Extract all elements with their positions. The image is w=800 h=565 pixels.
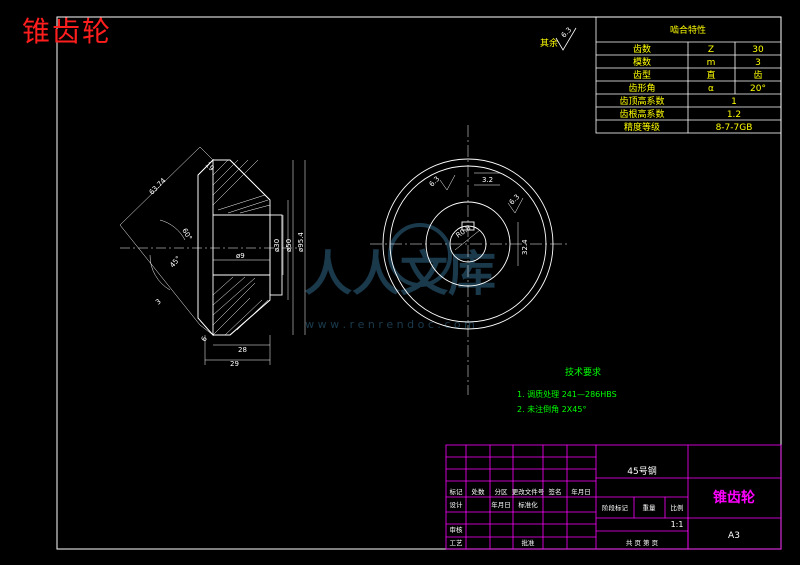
- dim-text: 3.2: [482, 176, 493, 184]
- dim-text: 6.3: [428, 175, 442, 189]
- tb-header: 年月日: [571, 487, 591, 496]
- tb-header: 标记: [450, 487, 464, 496]
- tb-header: 更改文件号: [512, 487, 545, 496]
- spec-row-value: 30: [752, 45, 764, 55]
- spec-row-name: 齿型: [633, 70, 651, 81]
- dim-text: 29: [230, 360, 239, 368]
- spec-row-value: 3: [755, 58, 761, 68]
- spec-row-symbol: α: [708, 84, 714, 94]
- title-block: [445, 444, 782, 550]
- tb-weight: 重量: [643, 504, 657, 512]
- spec-row-value: 20°: [750, 84, 766, 94]
- surface-finish-symbol: 其余 6.3: [540, 26, 577, 51]
- spec-table: [595, 16, 782, 134]
- gear-section-view: [197, 158, 283, 337]
- page-title: 锥齿轮: [22, 15, 113, 48]
- dim-text: ø9: [236, 252, 245, 260]
- dim-text: 6: [200, 335, 209, 343]
- surface-finish-value: 6.3: [560, 26, 574, 40]
- section-dimensions: [119, 146, 306, 365]
- spec-heading: 啮合特性: [670, 24, 706, 36]
- spec-row-symbol: 直: [706, 69, 715, 81]
- spec-row-value: 8-7-7GB: [716, 123, 753, 133]
- dim-text: 3: [154, 298, 163, 307]
- dim-text: 19: [204, 161, 216, 173]
- tb-std: 标准化: [518, 500, 538, 509]
- front-dimension-texts: 3.2 6.3 6.3 32.4 R0.8: [428, 175, 529, 255]
- spec-row-value: 齿: [753, 70, 762, 81]
- tb-scale: 1:1: [671, 520, 684, 529]
- spec-row-name: 齿顶高系数: [619, 95, 664, 107]
- front-center-lines: [370, 125, 570, 395]
- tb-ratio: 比例: [671, 503, 684, 512]
- tb-mark: 阶段标记: [602, 503, 629, 512]
- tb-header: 分区: [495, 487, 509, 496]
- dim-text: 45°: [168, 255, 182, 270]
- dim-text: ø30: [273, 239, 281, 252]
- spec-row-name: 齿数: [633, 43, 651, 55]
- spec-row-value: 1.2: [727, 110, 741, 120]
- tb-role: 工艺: [450, 539, 464, 547]
- tb-material: 45号钢: [627, 465, 656, 477]
- spec-rows: 齿数 Z 30 模数 m 3 齿型 直 齿 齿形角 α 20° 齿顶高系数 1 …: [619, 43, 765, 133]
- watermark: 人人文库 w w w . r e n r e n d o c . c o m: [304, 223, 496, 331]
- tech-req-item: 2. 未注倒角 2X45°: [517, 404, 586, 414]
- dim-text: 60°: [180, 227, 193, 242]
- spec-row-name: 齿根高系数: [619, 108, 664, 120]
- dim-text: 6.3: [508, 193, 522, 207]
- dim-text: ø50: [285, 239, 293, 252]
- surface-finish-label: 其余: [540, 37, 558, 49]
- spec-row-symbol: Z: [708, 45, 714, 55]
- tb-date: 年月日: [491, 500, 511, 509]
- dim-text: ø95.4: [297, 232, 305, 252]
- spec-row-name: 齿形角: [628, 82, 655, 94]
- spec-row-value: 1: [731, 97, 737, 107]
- watermark-brand: 人人文库: [304, 246, 496, 302]
- tb-sheets: 共 页 第 页: [626, 538, 659, 547]
- watermark-logo-icon: [388, 223, 452, 287]
- tb-approve: 批准: [522, 538, 536, 547]
- tech-req-item: 1. 调质处理 241—286HBS: [517, 389, 617, 399]
- title-block-texts: 标记 处数 分区 更改文件号 签名 年月日 设计 标准化 年月日 审核 工艺 批…: [450, 487, 684, 547]
- tb-sheet-size: A3: [728, 531, 740, 541]
- spec-row-name: 模数: [633, 56, 651, 68]
- tb-part-name: 锥齿轮: [713, 489, 755, 506]
- spec-row-symbol: m: [707, 58, 716, 68]
- tb-role: 审核: [450, 525, 464, 534]
- tb-header: 签名: [549, 487, 562, 496]
- dim-text: 63.74: [148, 176, 168, 196]
- tb-role: 设计: [450, 500, 464, 509]
- drawing-frame: [56, 16, 782, 550]
- tech-req-heading: 技术要求: [565, 366, 601, 378]
- dim-text: 32.4: [521, 239, 529, 255]
- tb-header: 处数: [472, 487, 486, 496]
- dim-text: 28: [238, 346, 247, 354]
- section-hatching: [212, 159, 271, 336]
- front-dimensions: [439, 172, 524, 266]
- spec-row-name: 精度等级: [624, 121, 660, 133]
